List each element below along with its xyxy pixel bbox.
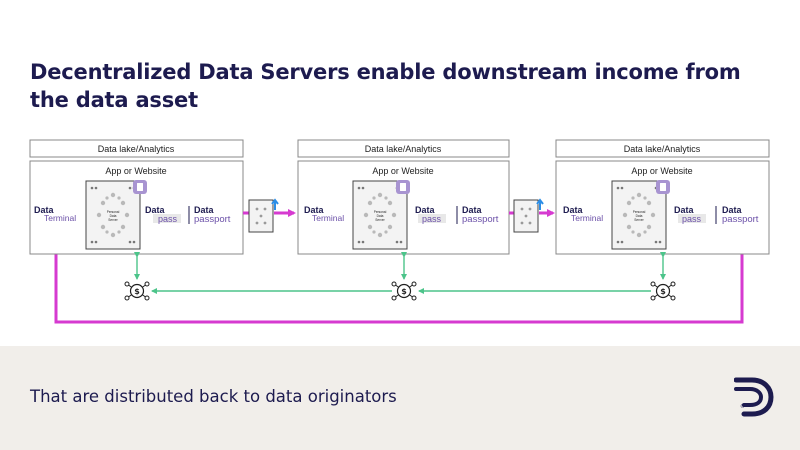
- data-terminal-brand: Data: [34, 205, 55, 215]
- data-transfer-card: [513, 199, 539, 233]
- data-passport-name: passport: [722, 214, 759, 225]
- panel-3-header-box: [555, 139, 770, 158]
- server-label-line2: Data: [636, 214, 643, 218]
- data-terminal-name: Terminal: [312, 213, 344, 223]
- data-pass-name: pass: [158, 214, 178, 224]
- panel-2-header-box: [297, 139, 510, 158]
- server-label-line1: Personal: [633, 210, 646, 214]
- data-pass-brand: Data: [145, 205, 166, 215]
- upload-arrow-icon: [271, 198, 279, 210]
- data-terminal-brand: Data: [304, 205, 325, 215]
- dollar-network-icon: [391, 281, 417, 301]
- return-flow-line: [54, 202, 744, 324]
- dollar-network-icon: [124, 281, 150, 301]
- server-label-line3: Server: [108, 218, 118, 222]
- document-icon: [133, 180, 147, 194]
- data-terminal-name: Terminal: [571, 213, 603, 223]
- panel-1: Data lake/Analytics App or Website Perso…: [29, 139, 244, 255]
- data-pass-name: pass: [422, 214, 442, 224]
- panel-1-header: Data lake/Analytics: [98, 144, 175, 154]
- server-label-line1: Personal: [107, 210, 120, 214]
- document-icon: [396, 180, 410, 194]
- panel-2-app-label: App or Website: [372, 166, 433, 176]
- data-passport-brand: Data: [722, 205, 743, 215]
- footer-band: [0, 346, 800, 450]
- data-pass-bg: [153, 214, 181, 223]
- dollar-network-icon: [650, 281, 676, 301]
- server-label-line3: Server: [375, 218, 385, 222]
- data-passport-brand: Data: [462, 205, 483, 215]
- panel-1-header-box: [29, 139, 244, 158]
- slide-subtitle: That are distributed back to data origin…: [30, 387, 397, 406]
- payment-flows: [134, 252, 666, 294]
- transfer-2: [509, 198, 555, 233]
- server-label-line3: Server: [634, 218, 644, 222]
- data-passport-name: passport: [194, 214, 231, 225]
- server-label-line1: Personal: [374, 210, 387, 214]
- slide-title: Decentralized Data Servers enable downst…: [30, 60, 741, 112]
- data-pass-brand: Data: [674, 205, 695, 215]
- brand-logo: ®: [733, 374, 774, 418]
- panel-1-app-label: App or Website: [105, 166, 166, 176]
- data-terminal-name: Terminal: [44, 213, 76, 223]
- data-passport-name: passport: [462, 214, 499, 225]
- data-transfer-card: [248, 199, 274, 233]
- data-pass-name: pass: [682, 214, 702, 224]
- panel-3-header: Data lake/Analytics: [624, 144, 701, 154]
- registered-mark: ®: [740, 404, 745, 410]
- panel-3: Data lake/Analytics App or Website Perso…: [555, 139, 770, 255]
- data-pass-bg: [678, 214, 706, 223]
- transfer-1: [243, 198, 296, 233]
- document-icon: [656, 180, 670, 194]
- panel-3-app-label: App or Website: [631, 166, 692, 176]
- data-pass-brand: Data: [415, 205, 436, 215]
- data-terminal-brand: Data: [563, 205, 584, 215]
- panel-2: Data lake/Analytics App or Website Perso…: [297, 139, 510, 255]
- flow-diagram: $ Data lake/Analytics App or Website Per…: [29, 139, 770, 324]
- data-passport-brand: Data: [194, 205, 215, 215]
- server-label-line2: Data: [377, 214, 384, 218]
- data-pass-bg: [418, 214, 446, 223]
- server-label-line2: Data: [110, 214, 117, 218]
- upload-arrow-icon: [536, 198, 544, 210]
- panel-2-header: Data lake/Analytics: [365, 144, 442, 154]
